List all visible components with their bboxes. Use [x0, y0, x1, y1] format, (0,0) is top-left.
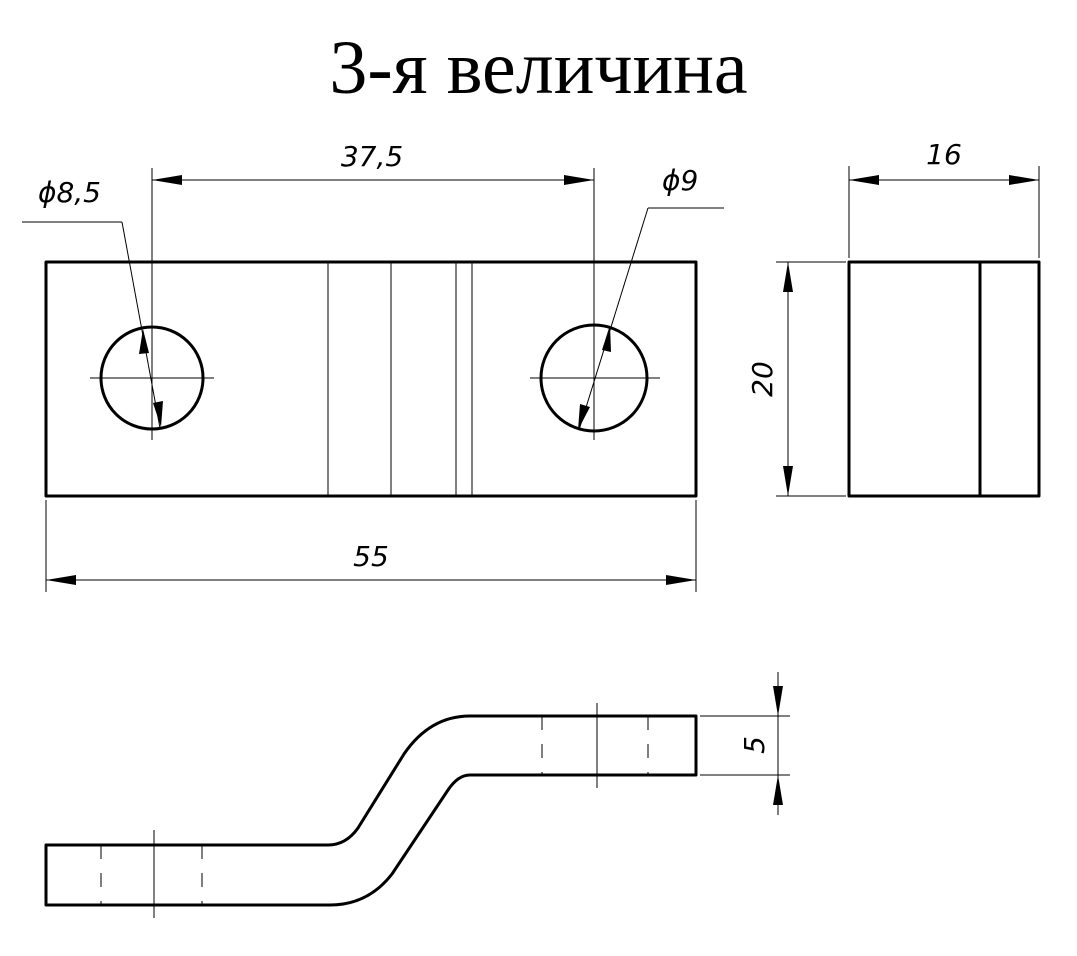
- hole-spacing-label: 37,5: [341, 140, 403, 173]
- profile-view: [44, 703, 698, 918]
- profile-outline: [44, 714, 698, 907]
- left-diameter-label: ϕ8,5: [38, 176, 101, 209]
- thickness-label: 5: [738, 736, 771, 754]
- total-length-dimension: 55: [45, 500, 697, 592]
- hole-spacing-dimension: 37,5: [152, 140, 594, 185]
- left-diameter-leader: ϕ8,5: [22, 176, 163, 429]
- height-dimension: 20: [746, 261, 846, 497]
- side-view-outline: [847, 260, 1041, 498]
- front-view-outline: [44, 260, 698, 498]
- thickness-dimension: 5: [700, 672, 790, 815]
- right-diameter-label: ϕ9: [662, 164, 698, 197]
- right-diameter-leader: ϕ9: [578, 164, 724, 431]
- drawing-title: 3-я величина: [329, 26, 748, 110]
- width-label: 16: [926, 138, 962, 171]
- total-length-label: 55: [353, 540, 389, 573]
- width-dimension: 16: [848, 138, 1040, 258]
- height-label: 20: [746, 361, 779, 397]
- side-view: [847, 260, 1041, 498]
